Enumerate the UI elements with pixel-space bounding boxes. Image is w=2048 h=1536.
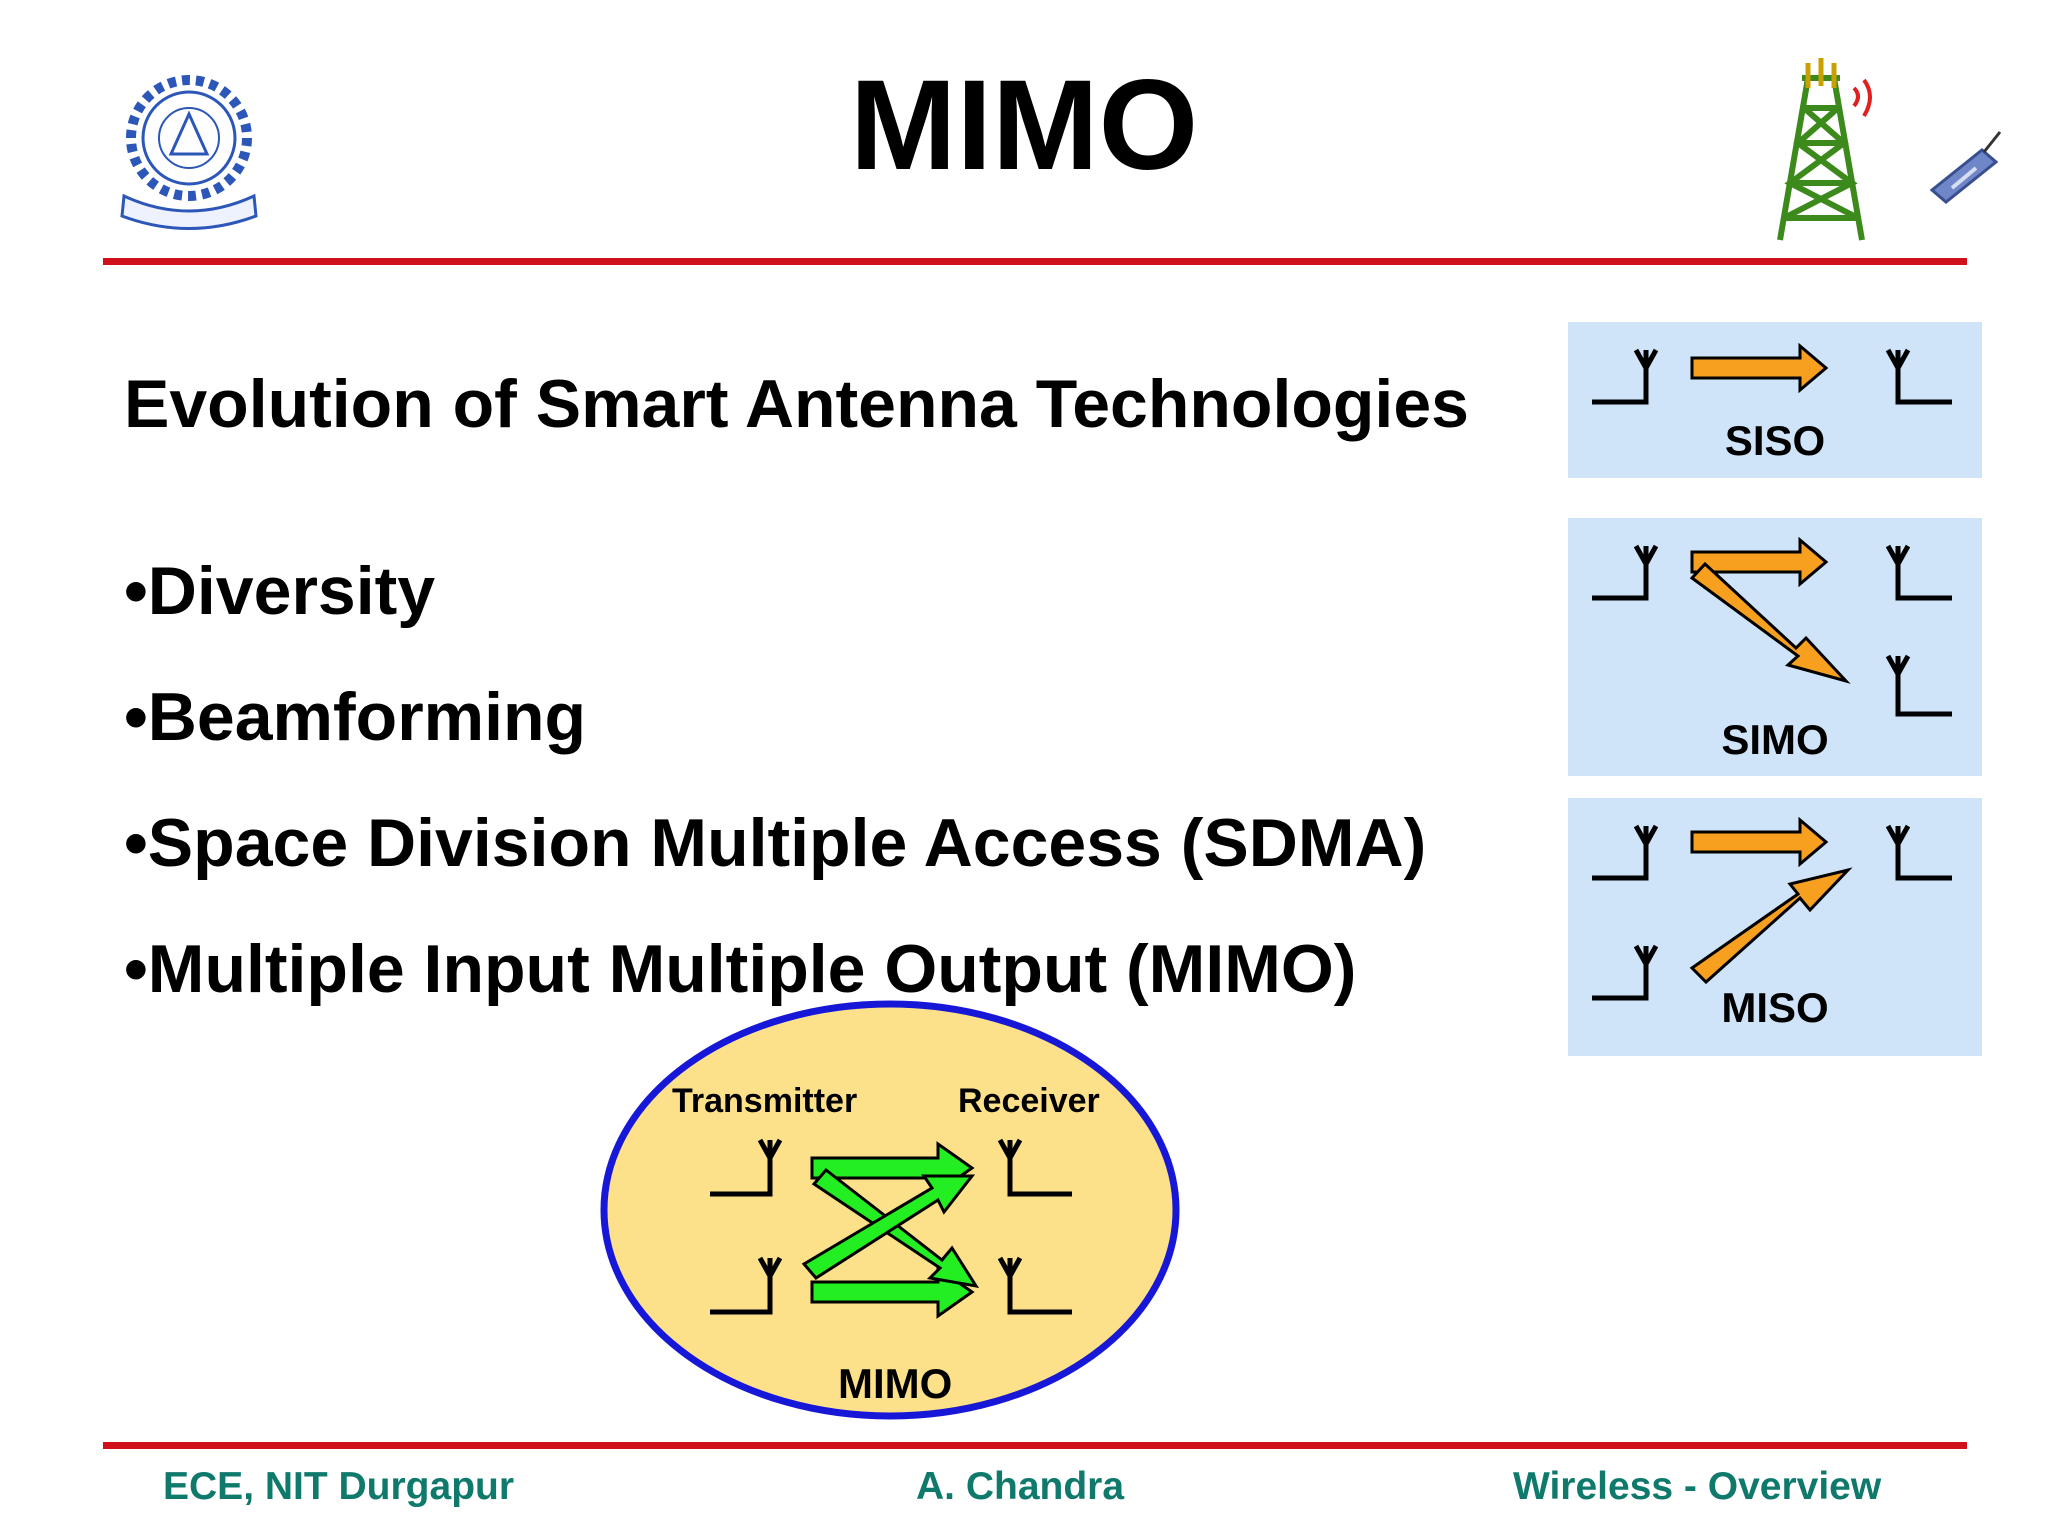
- transmitter-label: Transmitter: [672, 1082, 858, 1120]
- bullet-mimo: •Multiple Input Multiple Output (MIMO): [124, 931, 1357, 1007]
- miso-label: MISO: [1721, 984, 1829, 1031]
- top-divider: [103, 258, 1967, 265]
- miso-panel: MISO: [1568, 798, 1982, 1056]
- bullet-diversity: •Diversity: [124, 553, 436, 629]
- siso-label: SISO: [1724, 417, 1826, 464]
- institute-logo-icon: [104, 66, 274, 236]
- receiver-label: Receiver: [958, 1082, 1100, 1120]
- bullet-sdma: •Space Division Multiple Access (SDMA): [124, 805, 1427, 881]
- page-title: MIMO: [849, 54, 1199, 197]
- footer-left: ECE, NIT Durgapur: [163, 1465, 515, 1508]
- simo-label: SIMO: [1721, 716, 1829, 763]
- simo-panel: SIMO: [1568, 518, 1982, 776]
- mimo-diagram-label: MIMO: [838, 1360, 953, 1407]
- mimo-diagram: [600, 1000, 1180, 1420]
- footer-right: Wireless - Overview: [1513, 1465, 1882, 1508]
- cell-tower-icon: [1768, 58, 1878, 244]
- bottom-divider: [103, 1442, 1967, 1449]
- footer-center: A. Chandra: [916, 1465, 1125, 1508]
- section-heading: Evolution of Smart Antenna Technologies: [124, 366, 1469, 442]
- bullet-beamforming: •Beamforming: [124, 679, 587, 755]
- mobile-phone-icon: [1924, 128, 2014, 208]
- siso-panel: SISO: [1568, 322, 1982, 478]
